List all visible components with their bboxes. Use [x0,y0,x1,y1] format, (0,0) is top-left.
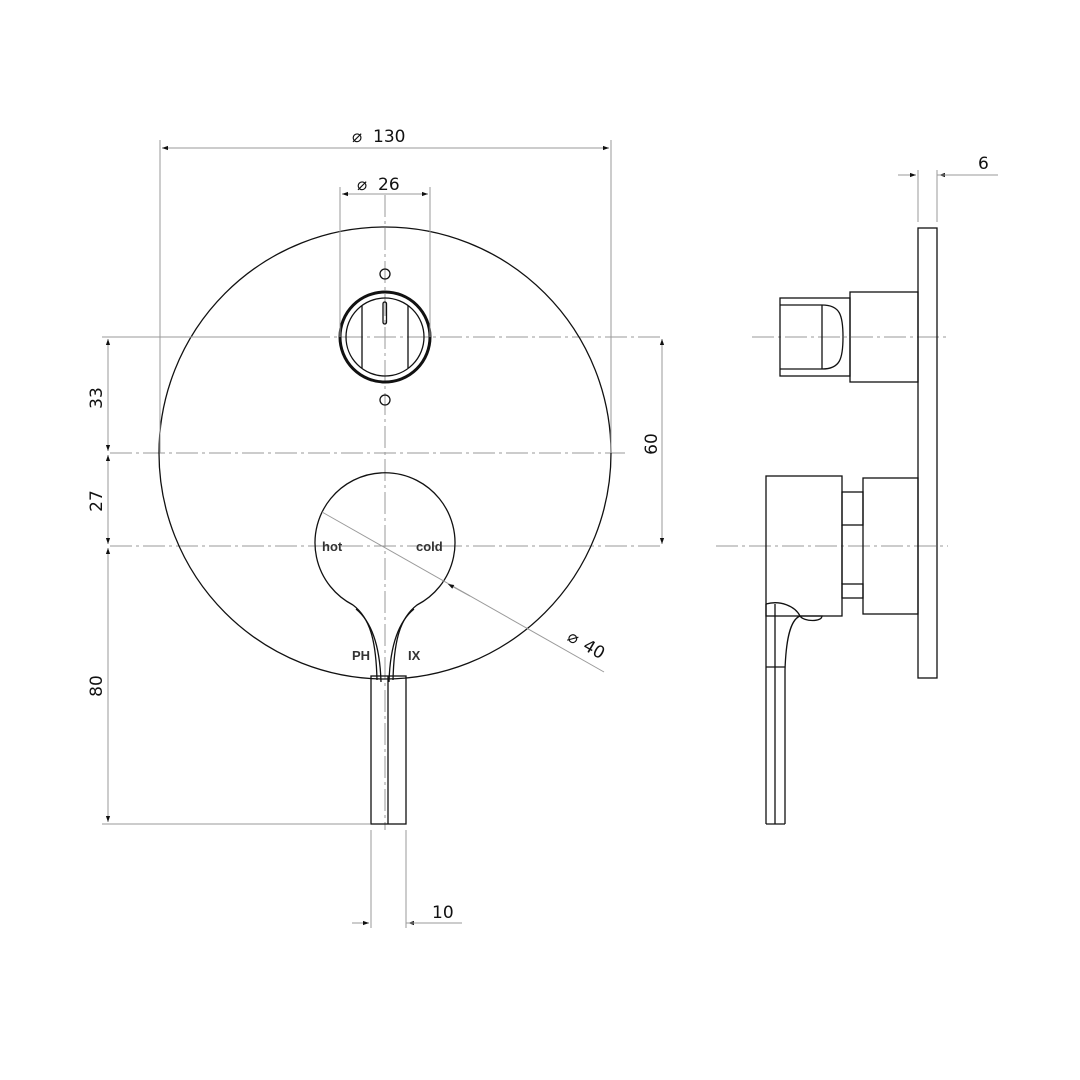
dimension-lever-width: 10 [352,830,462,928]
diameter-symbol: ⌀ [352,127,362,147]
dimension-diverter-diameter: ⌀ 26 [339,175,431,337]
front-view: hot cold PH IX ⌀ 130 ⌀ 26 ⌀ 40 [87,127,665,928]
svg-text:⌀: ⌀ [357,175,367,195]
brand-text-right: IX [408,648,421,663]
indicator-dot-bottom [379,394,391,406]
dim-27: 27 [87,490,107,512]
brand-text-left: PH [352,648,370,663]
dimension-plate-diameter: ⌀ 130 [159,127,612,453]
dimension-left-stack: 33 27 80 [87,336,370,825]
dim-33: 33 [87,387,107,409]
side-mixer [765,475,919,825]
svg-text:⌀: ⌀ [564,627,583,649]
svg-text:26: 26 [378,175,400,195]
dim-80: 80 [87,675,107,697]
svg-text:10: 10 [432,903,454,923]
diverter-indicator [382,301,388,325]
svg-text:60: 60 [642,433,662,455]
side-view: 6 [716,154,998,825]
cold-label: cold [416,539,443,554]
svg-text:6: 6 [978,154,989,174]
side-plate [917,227,938,679]
dimension-60: 60 [642,339,665,544]
dimension-plate-thickness: 6 [898,154,998,222]
side-diverter [779,291,919,383]
svg-text:40: 40 [579,636,608,664]
indicator-dot-top [379,268,391,280]
svg-text:130: 130 [373,127,405,147]
hot-label: hot [322,539,343,554]
mixer-lever: hot cold PH IX [314,472,456,825]
